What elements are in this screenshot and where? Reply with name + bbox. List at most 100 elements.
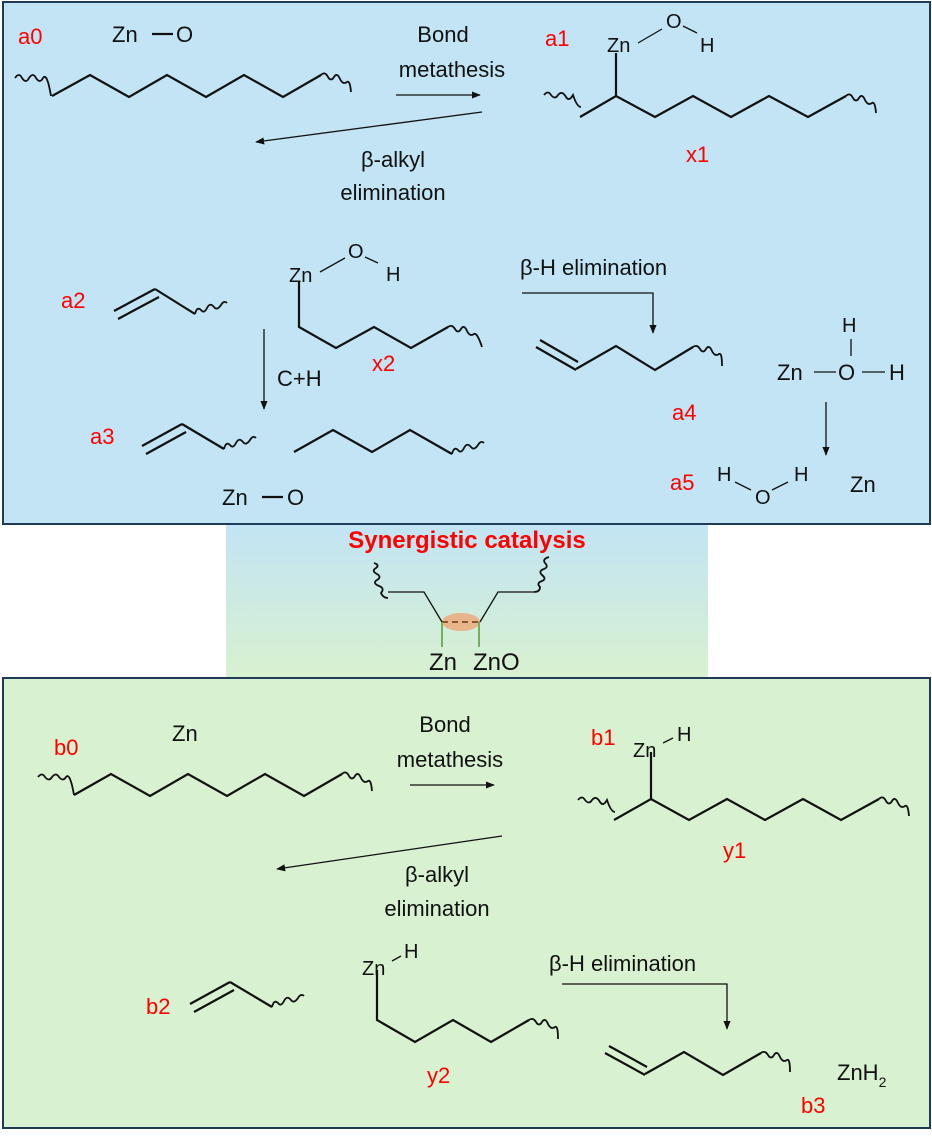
o-atom: O xyxy=(348,241,364,263)
wavy-bond-icon xyxy=(533,556,550,593)
label-y1: y1 xyxy=(723,838,746,863)
label-a5: a5 xyxy=(670,470,694,495)
label-x2: x2 xyxy=(372,351,395,376)
wavy-bond-icon xyxy=(194,300,228,315)
h-atom: H xyxy=(677,724,691,746)
wavy-bond-icon xyxy=(14,74,52,97)
label-b0: b0 xyxy=(54,735,78,760)
arrow-label-beta-alkyl: β-alkyl xyxy=(405,862,469,887)
arrow-label-metathesis: metathesis xyxy=(399,57,505,82)
arrow-label-metathesis: metathesis xyxy=(397,747,503,772)
zn-atom: Zn xyxy=(222,485,248,510)
wavy-bond-icon xyxy=(451,440,485,455)
alkane-chain-y2 xyxy=(375,970,530,1044)
arrow-backward xyxy=(255,111,483,145)
alkane-chain-y1 xyxy=(613,797,880,822)
single-bond xyxy=(229,981,273,1008)
alkane-chain-b0 xyxy=(73,772,343,798)
label-a4: a4 xyxy=(672,400,696,425)
label-a1: a1 xyxy=(545,26,569,51)
wavy-bond-icon xyxy=(760,1050,791,1073)
double-bond xyxy=(113,288,156,312)
single-bond xyxy=(154,288,196,315)
double-bond xyxy=(535,346,577,371)
h-atom: H xyxy=(404,941,418,963)
label-a2: a2 xyxy=(61,288,85,313)
wavy-bond-icon xyxy=(577,796,616,813)
wavy-bond-icon xyxy=(223,435,257,450)
o-h-bond xyxy=(734,481,752,491)
zn-atom: Zn xyxy=(777,360,803,385)
wavy-bond-icon xyxy=(271,993,305,1008)
wavy-bond-icon xyxy=(372,562,389,599)
znh2-molecule: ZnH2 xyxy=(837,1060,887,1090)
zn-atom: Zn xyxy=(633,740,656,762)
h-atom: H xyxy=(794,464,808,486)
double-bond xyxy=(604,1052,646,1076)
arrow-label-beta-alkyl: β-alkyl xyxy=(361,147,425,172)
wavy-bond-icon xyxy=(692,344,723,367)
zn-atom: Zn xyxy=(172,721,198,746)
double-bond xyxy=(608,1045,648,1068)
o-h-bond xyxy=(364,256,379,264)
zn-atom: Zn xyxy=(112,22,138,47)
alkene-chain-b3 xyxy=(644,1050,762,1077)
synergistic-title: Synergistic catalysis xyxy=(348,527,585,554)
label-y2: y2 xyxy=(427,1063,450,1088)
o-atom: O xyxy=(755,487,771,509)
wavy-bond-icon xyxy=(37,773,75,796)
arrow-elbow xyxy=(562,983,731,1030)
zn-atom: Zn xyxy=(850,472,876,497)
wavy-bond-icon xyxy=(341,771,373,792)
double-bond xyxy=(193,989,235,1013)
arrow-label-beta-h: β-H elimination xyxy=(549,951,696,976)
wavy-bond-icon xyxy=(845,93,877,114)
h-atom: H xyxy=(717,464,731,486)
arrow-label-ch: C+H xyxy=(277,366,322,391)
double-bond xyxy=(539,339,579,363)
subscript-2: 2 xyxy=(879,1074,887,1090)
alkane-chain-a0 xyxy=(51,73,322,99)
zn-atom: Zn xyxy=(289,265,312,287)
double-bond xyxy=(141,423,183,447)
chain-right xyxy=(479,591,534,623)
zn-h-bond xyxy=(391,955,402,962)
label-a0: a0 xyxy=(18,24,42,49)
label-b1: b1 xyxy=(591,725,615,750)
label-b2: b2 xyxy=(146,994,170,1019)
arrow-label-bond: Bond xyxy=(419,712,470,737)
o-h-bond xyxy=(682,25,698,34)
arrow-label-beta-h: β-H elimination xyxy=(520,255,667,280)
label-b3: b3 xyxy=(801,1093,825,1118)
wavy-bond-icon xyxy=(320,72,352,93)
zno-site: ZnO xyxy=(473,649,520,676)
alkane-chain-x2 xyxy=(297,282,449,350)
wavy-bond-icon xyxy=(543,91,582,108)
wavy-bond-icon xyxy=(447,324,483,348)
alkane-chain xyxy=(293,428,453,455)
double-bond xyxy=(117,296,160,320)
panel-synergistic xyxy=(226,525,708,677)
arrow-label-elimination: elimination xyxy=(340,180,445,205)
h-atom: H xyxy=(889,360,905,385)
o-atom: O xyxy=(838,360,855,385)
o-atom: O xyxy=(666,11,682,33)
active-site-ellipse xyxy=(442,613,480,631)
zn-o-bond xyxy=(319,257,346,273)
alkane-chain-x1 xyxy=(579,94,847,119)
arrow-elbow xyxy=(522,292,657,334)
alkene-chain-a4 xyxy=(575,344,694,372)
wavy-bond-icon xyxy=(528,1017,559,1040)
arrow-label-bond: Bond xyxy=(417,22,468,47)
o-atom: O xyxy=(287,485,304,510)
double-bond xyxy=(189,981,231,1005)
zn-site: Zn xyxy=(429,649,457,676)
single-bond xyxy=(181,423,225,450)
label-a3: a3 xyxy=(90,424,114,449)
arrow-label-elimination: elimination xyxy=(384,896,489,921)
label-x1: x1 xyxy=(686,142,709,167)
h-atom: H xyxy=(700,35,714,57)
h-atom: H xyxy=(842,315,856,337)
chain-left xyxy=(388,591,443,623)
